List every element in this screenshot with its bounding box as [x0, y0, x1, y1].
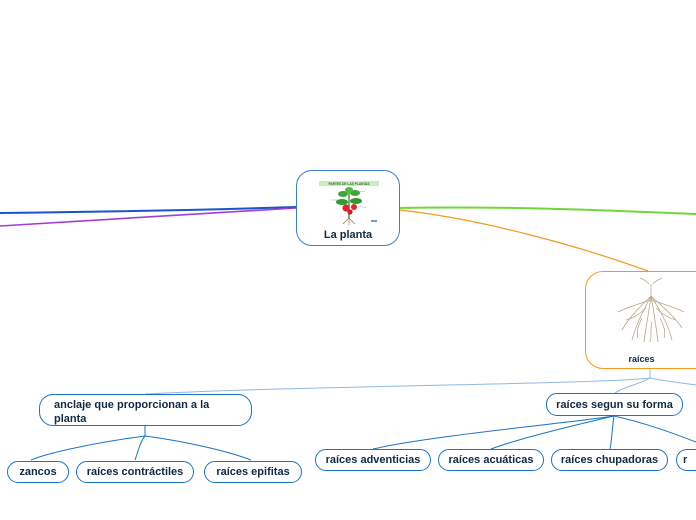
connector-forma-acuaticas	[490, 415, 615, 450]
connector-anclaje-zancos	[30, 426, 146, 461]
node-raices-segun-su-forma[interactable]: raíces segun su forma	[546, 393, 683, 416]
connector-anclaje-contractiles	[134, 435, 146, 461]
node-raices-acuaticas[interactable]: raíces acuáticas	[438, 449, 544, 471]
branch-purple-left	[0, 207, 297, 227]
root-label: La planta	[323, 229, 373, 241]
node-raices-contractiles[interactable]: raíces contráctiles	[76, 461, 194, 483]
node-raices-chupadoras[interactable]: raíces chupadoras	[551, 449, 668, 471]
connector-forma-chupadoras	[609, 415, 615, 450]
connector-raices-anclaje	[144, 369, 651, 395]
connector-forma-right	[613, 415, 696, 443]
plant-parts-image: PARTES DE LAS PLANTAS	[319, 181, 379, 225]
branch-green-right	[399, 206, 696, 215]
connector-raices-right	[649, 377, 696, 386]
connector-raices-forma	[613, 377, 651, 395]
roots-image	[617, 278, 685, 343]
node-zancos[interactable]: zancos	[7, 461, 69, 483]
node-raices-epifitas[interactable]: raíces epifitas	[204, 461, 302, 483]
branch-orange-raices	[399, 209, 649, 272]
branch-blue-left	[0, 206, 297, 214]
node-raices-partial[interactable]: r	[676, 449, 696, 471]
node-anclaje[interactable]: anclaje que proporcionan a la planta	[39, 394, 252, 426]
connector-anclaje-epifitas	[144, 435, 252, 461]
node-raices-adventicias[interactable]: raíces adventicias	[315, 449, 431, 471]
connector-forma-adventicias	[372, 415, 615, 450]
node-raices[interactable]: raíces	[585, 271, 696, 369]
plant-image-title: PARTES DE LAS PLANTAS	[329, 182, 370, 186]
raices-label: raíces	[628, 354, 655, 364]
root-node-la-planta[interactable]: PARTES DE LAS PLANTAS La planta	[296, 170, 400, 246]
